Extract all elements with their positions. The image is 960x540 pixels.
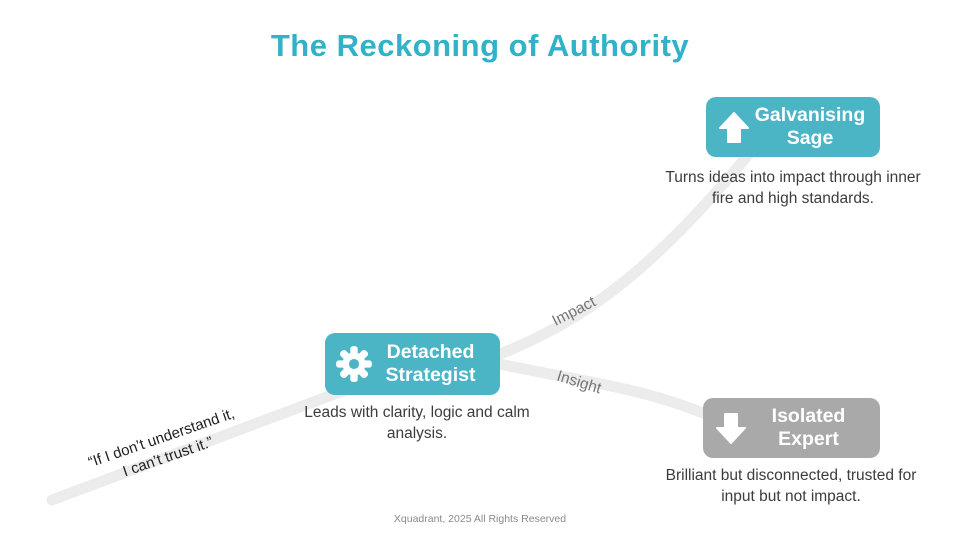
arrow-down-icon	[711, 408, 751, 448]
arrow-up-icon	[714, 107, 754, 147]
path-impact-branch	[484, 144, 758, 364]
node-label: Galvanising Sage	[754, 104, 866, 149]
path-insight-branch	[484, 356, 716, 422]
node-isolated-expert: Isolated Expert	[703, 398, 880, 458]
node-galvanising-sage: Galvanising Sage	[706, 97, 880, 157]
copyright-text: Xquadrant, 2025 All Rights Reserved	[393, 513, 567, 525]
node-description: Brilliant but disconnected, trusted for …	[665, 467, 917, 505]
node-label: Isolated Expert	[771, 405, 846, 450]
node-description: Turns ideas into impact through inner fi…	[665, 169, 921, 207]
node-description: Leads with clarity, logic and calm analy…	[304, 404, 530, 442]
gear-icon	[333, 344, 375, 384]
node-label: Detached Strategist	[385, 341, 476, 386]
page-title: The Reckoning of Authority	[270, 28, 690, 63]
node-detached-strategist: Detached Strategist	[325, 333, 500, 395]
